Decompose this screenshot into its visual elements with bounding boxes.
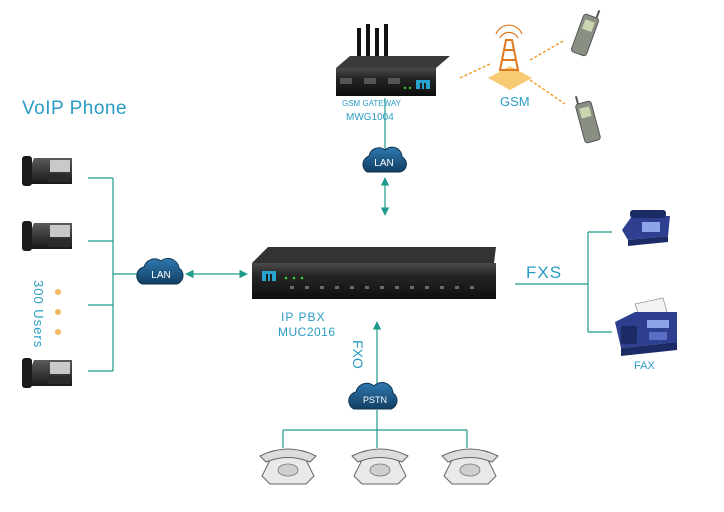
pstn-phone-icon: [441, 448, 499, 485]
connection-lines: [88, 98, 612, 448]
voip-phone-icon: [22, 221, 72, 251]
fxs-label: FXS: [526, 263, 563, 282]
voip-phone-icon: [22, 156, 72, 186]
lan-top-label: LAN: [374, 158, 393, 169]
gsm-label: GSM: [500, 94, 530, 109]
gateway-logo-icon: [416, 80, 430, 89]
mobile-phone-icon: [570, 10, 601, 57]
pstn-phone-icon: [351, 448, 409, 485]
gsm-tower-icon: [488, 24, 532, 90]
pstn-cloud-icon: [348, 382, 398, 410]
fax-machine-icon: [615, 297, 677, 356]
voip-phone-title: VoIP Phone: [22, 98, 128, 119]
mobile-phone-icon: [574, 95, 601, 144]
gsm-gateway-device: [336, 24, 450, 96]
gsm-gateway-model: MWG1004: [346, 112, 394, 123]
pbx-model: MUC2016: [278, 325, 336, 339]
pstn-label: PSTN: [363, 395, 387, 405]
gsm-gateway-name: GSM GATEWAY: [342, 99, 401, 108]
ellipsis-dots-icon: [55, 289, 61, 335]
gsm-signal-lines: [459, 39, 566, 105]
fxo-label: FXO: [350, 340, 366, 369]
analog-phone-icon: [622, 210, 670, 246]
voip-phone-icon: [22, 358, 72, 388]
fax-label: FAX: [634, 360, 655, 372]
lan-top-cloud-icon: [362, 146, 407, 173]
lan-left-cloud-icon: [136, 257, 184, 285]
users-count-label: 300 Users: [31, 280, 46, 349]
pbx-name: IP PBX: [281, 310, 326, 324]
pstn-phone-icon: [259, 448, 317, 485]
lan-left-label: LAN: [151, 270, 170, 281]
ip-pbx-device: [252, 247, 496, 299]
pbx-logo-icon: [262, 271, 276, 281]
